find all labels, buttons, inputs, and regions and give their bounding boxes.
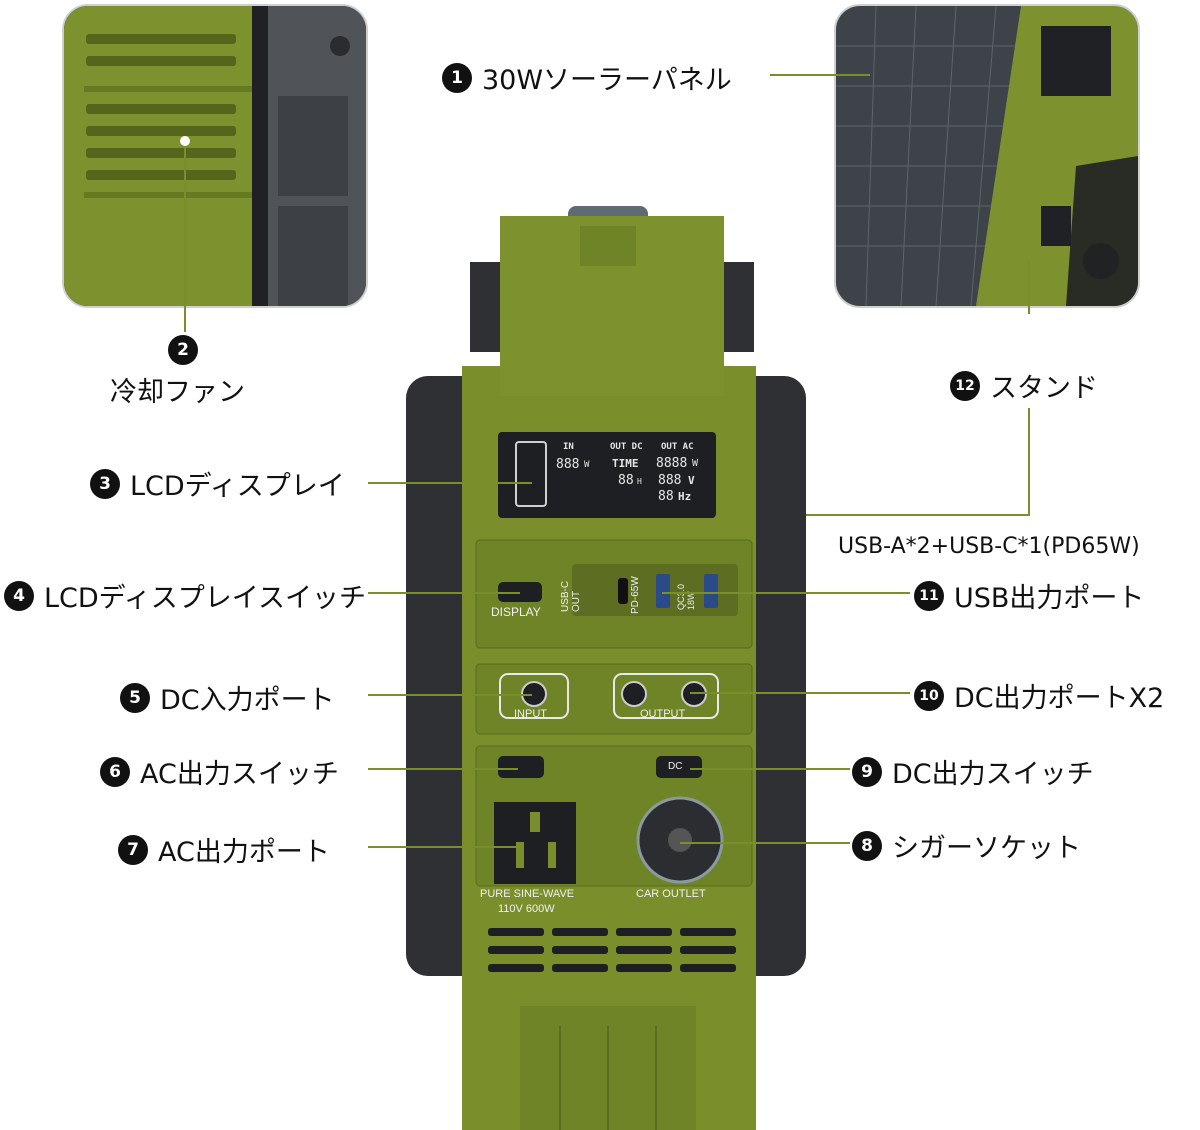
callout-label-9: DC出力スイッチ	[892, 759, 1094, 790]
solar-inset-illustration	[836, 6, 1138, 306]
lcd-volts: 888	[658, 473, 682, 488]
callout-label-2: 冷却ファン	[110, 377, 245, 408]
lcd-out-ac-label: OUT AC	[661, 442, 694, 452]
callout-dc-switch: 9 DC出力スイッチ	[852, 752, 1094, 791]
lcd-out-dc-label: OUT DC	[610, 442, 643, 452]
callout-lcd-display: 3 LCDディスプレイ	[90, 464, 345, 503]
callout-line-3	[368, 482, 532, 484]
callout-label-5: DC入力ポート	[160, 685, 335, 716]
callout-usb-output: 11 USB出力ポート	[914, 576, 1144, 615]
callout-label-3: LCDディスプレイ	[130, 471, 345, 502]
callout-line-10	[690, 692, 910, 694]
callout-stand: 12 スタンド	[950, 366, 1098, 405]
callout-label-7: AC出力ポート	[158, 837, 330, 868]
lcd-volts-unit: V	[688, 474, 695, 487]
callout-line-5	[368, 694, 532, 696]
fan-inset-illustration	[64, 6, 366, 306]
callout-dot-2	[180, 136, 190, 146]
pd-65w-label: PD-65W	[630, 576, 641, 614]
display-button-label: DISPLAY	[491, 605, 541, 619]
callout-ac-switch: 6 AC出力スイッチ	[100, 752, 339, 791]
lcd-hz-unit: Hz	[678, 490, 692, 503]
callout-cigar-socket: 8 シガーソケット	[852, 826, 1081, 865]
callout-number-8: 8	[852, 830, 882, 861]
callout-line-6	[368, 768, 518, 770]
dc-output-label: OUTPUT	[640, 708, 686, 720]
callout-solar-panel: 1 30Wソーラーパネル	[442, 58, 732, 97]
qc-label: QC3.0 18W	[676, 583, 696, 610]
callout-number-4: 4	[4, 580, 34, 611]
callout-note-11: USB-A*2+USB-C*1(PD65W)	[838, 534, 1140, 559]
ac-rating-label: 110V 600W	[498, 903, 555, 915]
callout-label-10: DC出力ポートX2	[954, 683, 1165, 714]
callout-label-6: AC出力スイッチ	[140, 759, 339, 790]
usbc-out-label: USB-C OUT	[560, 580, 582, 612]
callout-line-12-lower	[1028, 408, 1030, 516]
callout-number-10: 10	[914, 680, 944, 711]
callout-number-3: 3	[90, 468, 120, 499]
callout-lcd-switch: 4 LCDディスプレイスイッチ	[4, 576, 366, 615]
callout-cooling-fan: 2	[168, 335, 198, 365]
callout-line-11	[662, 592, 910, 594]
solar-inset-photo	[834, 4, 1140, 308]
callout-number-9: 9	[852, 756, 882, 787]
callout-label-12: スタンド	[990, 373, 1098, 404]
lcd-ac-watts: 8888	[656, 456, 688, 471]
callout-label-4: LCDディスプレイスイッチ	[44, 583, 366, 614]
callout-label-2-wrap: 冷却ファン	[110, 370, 245, 409]
dc-switch-label: DC	[668, 761, 683, 772]
callout-dc-output: 10 DC出力ポートX2	[914, 676, 1164, 715]
callout-label-8: シガーソケット	[892, 833, 1081, 864]
lcd-time-label: TIME	[612, 457, 639, 470]
callout-line-4	[368, 592, 520, 594]
lcd-in-unit: W	[584, 460, 590, 470]
fan-inset-photo	[62, 4, 368, 308]
callout-label-1: 30Wソーラーパネル	[482, 65, 732, 96]
lcd-in-label: IN	[563, 442, 574, 452]
callout-number-1: 1	[442, 62, 472, 93]
lcd-time-unit: H	[637, 477, 642, 486]
lcd-time-value: 88	[618, 473, 634, 488]
dc-input-label: INPUT	[514, 708, 547, 720]
callout-line-12-vert	[1028, 262, 1030, 314]
callout-number-7: 7	[118, 834, 148, 865]
callout-line-1	[770, 74, 870, 76]
callout-label-11: USB出力ポート	[954, 583, 1145, 614]
ac-outlet-label: PURE SINE-WAVE	[480, 888, 575, 900]
power-station-illustration	[406, 206, 806, 1130]
callout-number-2: 2	[168, 335, 198, 365]
callout-line-2	[184, 140, 186, 332]
callout-number-5: 5	[120, 682, 150, 713]
callout-number-12: 12	[950, 370, 980, 401]
lcd-in-value: 888	[556, 457, 580, 472]
callout-line-12-horiz	[792, 514, 1030, 516]
callout-line-7	[368, 846, 518, 848]
callout-line-8	[680, 842, 850, 844]
callout-number-6: 6	[100, 756, 130, 787]
car-outlet-label: CAR OUTLET	[636, 888, 706, 900]
callout-number-11: 11	[914, 580, 944, 611]
lcd-hz: 88	[658, 489, 674, 504]
callout-line-9	[690, 768, 850, 770]
lcd-ac-watts-unit: W	[692, 458, 699, 469]
callout-ac-outlet: 7 AC出力ポート	[118, 830, 330, 869]
callout-dc-input: 5 DC入力ポート	[120, 678, 335, 717]
